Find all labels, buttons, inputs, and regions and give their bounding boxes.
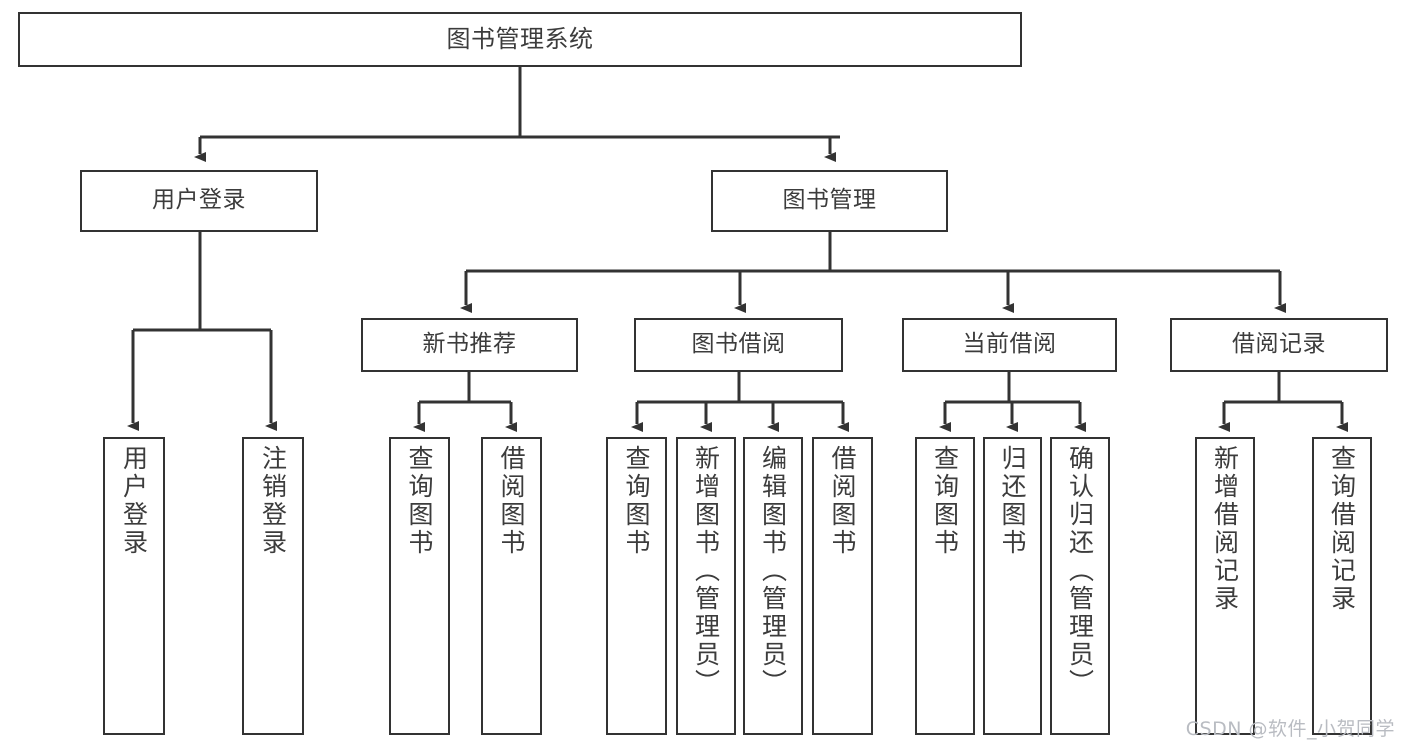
- leaf-borrow-book[interactable]: 借阅图书: [812, 437, 873, 735]
- node-label: 借阅图书: [497, 445, 526, 557]
- node-label: 新增图书（管理员）: [691, 445, 721, 697]
- node-label: 归还图书: [998, 445, 1027, 557]
- leaf-query-book-current[interactable]: 查询图书: [915, 437, 975, 735]
- node-label: 图书借阅: [691, 331, 786, 358]
- node-book-borrow[interactable]: 图书借阅: [634, 318, 843, 372]
- leaf-logout[interactable]: 注销登录: [242, 437, 304, 735]
- node-label: 借阅图书: [828, 445, 857, 557]
- node-borrow-records[interactable]: 借阅记录: [1170, 318, 1388, 372]
- leaf-query-book-newbook[interactable]: 查询图书: [389, 437, 450, 735]
- leaf-return-book[interactable]: 归还图书: [983, 437, 1042, 735]
- node-root-system[interactable]: 图书管理系统: [18, 12, 1022, 67]
- leaf-borrow-book-newbook[interactable]: 借阅图书: [481, 437, 542, 735]
- leaf-add-borrow-record[interactable]: 新增借阅记录: [1195, 437, 1255, 735]
- node-label: 注销登录: [258, 445, 288, 557]
- node-label: 查询图书: [622, 445, 651, 557]
- node-label: 借阅记录: [1232, 331, 1326, 358]
- node-label: 查询图书: [930, 445, 960, 557]
- node-label: 用户登录: [119, 445, 149, 557]
- leaf-confirm-return-admin[interactable]: 确认归还（管理员）: [1050, 437, 1110, 735]
- node-label: 查询借阅记录: [1327, 445, 1357, 613]
- csdn-watermark: CSDN @软件_小贺同学: [1185, 718, 1395, 740]
- node-label: 编辑图书（管理员）: [758, 445, 788, 697]
- leaf-user-login[interactable]: 用户登录: [103, 437, 165, 735]
- node-label: 当前借阅: [962, 331, 1057, 358]
- node-current-borrow[interactable]: 当前借阅: [902, 318, 1117, 372]
- node-book-management[interactable]: 图书管理: [711, 170, 948, 232]
- leaf-add-book-admin[interactable]: 新增图书（管理员）: [676, 437, 736, 735]
- node-label: 新增借阅记录: [1210, 445, 1240, 613]
- node-label: 图书管理: [782, 187, 877, 214]
- leaf-query-book-borrow[interactable]: 查询图书: [606, 437, 667, 735]
- node-label: 确认归还（管理员）: [1065, 445, 1095, 697]
- node-label: 新书推荐: [422, 331, 517, 358]
- leaf-edit-book-admin[interactable]: 编辑图书（管理员）: [743, 437, 803, 735]
- node-label: 图书管理系统: [446, 25, 594, 54]
- node-user-login[interactable]: 用户登录: [80, 170, 318, 232]
- node-label: 查询图书: [405, 445, 434, 557]
- leaf-query-borrow-record[interactable]: 查询借阅记录: [1312, 437, 1372, 735]
- node-label: 用户登录: [152, 187, 246, 214]
- node-new-book-recommend[interactable]: 新书推荐: [361, 318, 578, 372]
